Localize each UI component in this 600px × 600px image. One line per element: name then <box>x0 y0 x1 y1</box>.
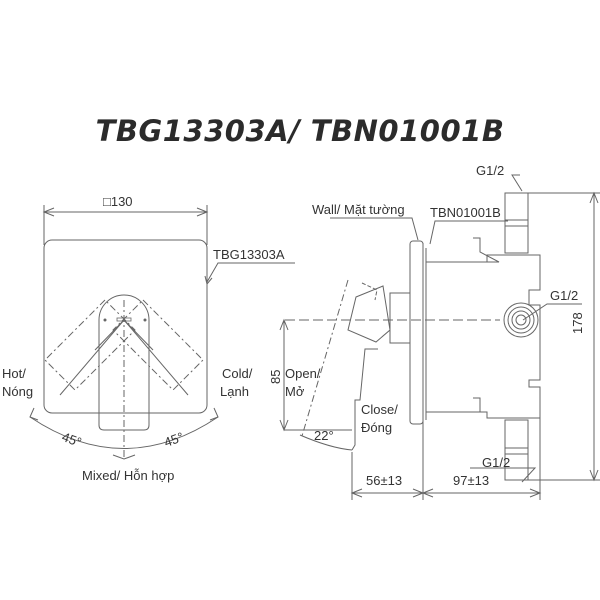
cold-label: Cold/ <box>222 366 253 381</box>
open-label-vi: Mở <box>285 384 305 399</box>
side-port-label: G1/2 <box>550 288 579 303</box>
hot-label-vi: Nóng <box>2 384 34 399</box>
mixed-label: Mixed/ Hỗn hợp <box>82 468 175 483</box>
side-view <box>279 174 600 500</box>
cover-plate-part-label: TBG13303A <box>213 247 285 262</box>
open-label: Open/ <box>285 366 321 381</box>
plate-width-dimension: □130 <box>103 194 133 209</box>
lever-angle-label: 22° <box>314 428 334 443</box>
close-label-vi: Đóng <box>361 420 393 435</box>
top-port-label: G1/2 <box>476 163 505 178</box>
front-depth-dimension: 56±13 <box>366 473 403 488</box>
height-dimension: 178 <box>570 312 585 334</box>
rear-depth-dimension: 97±13 <box>453 473 490 488</box>
hot-label: Hot/ <box>2 366 26 381</box>
drawing-title: TBG13303A/ TBN01001B <box>95 114 505 148</box>
valve-body-part-label: TBN01001B <box>430 205 501 220</box>
cold-label-vi: Lạnh <box>220 384 249 399</box>
front-view <box>29 205 295 460</box>
lever-height-dimension: 85 <box>268 369 283 384</box>
close-label: Close/ <box>361 402 398 417</box>
wall-label: Wall/ Mặt tường <box>312 202 405 217</box>
bottom-port-label: G1/2 <box>482 455 511 470</box>
